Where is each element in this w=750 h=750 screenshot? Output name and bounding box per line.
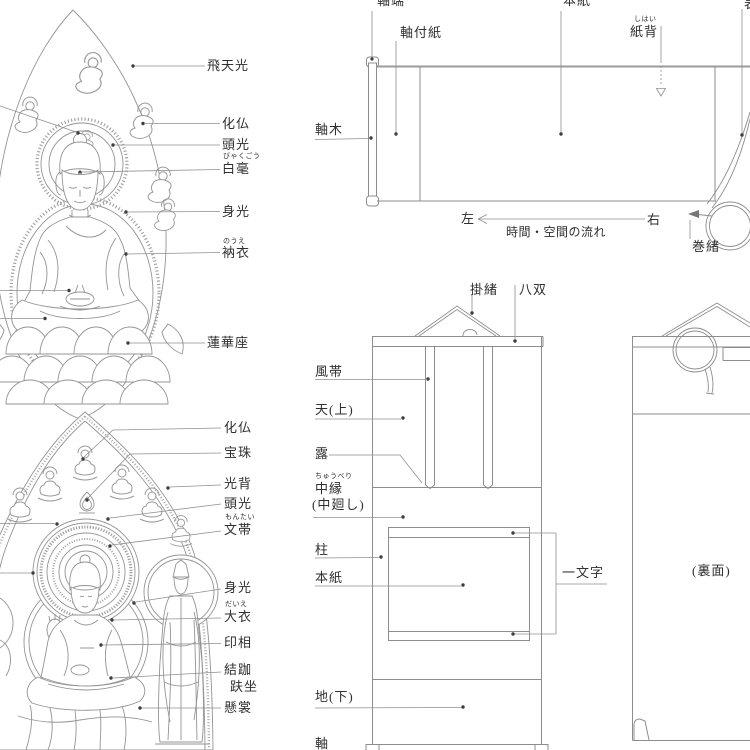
scroll-outline	[372, 336, 544, 745]
label-chuen: 中縁	[315, 481, 344, 496]
label-hasso: 八双	[519, 282, 548, 297]
label-kebutsu-top: 化仏	[222, 116, 251, 131]
label-clipped-top-right: 表	[744, 0, 750, 11]
label-hitenko: 飛天光	[207, 58, 250, 73]
label-jikugi: 軸木	[315, 122, 344, 137]
label-tsuyu: 露	[315, 446, 330, 461]
anchor-dots	[31, 57, 744, 710]
label-shihai: 紙背	[630, 24, 659, 39]
hanging-scroll-front	[365, 305, 549, 750]
label-uramen: (裏面)	[692, 563, 731, 578]
label-zuko-bottom: 頭光	[224, 496, 253, 511]
triad-buddha-art	[0, 411, 219, 750]
label-rengeza: 蓮華座	[207, 335, 250, 350]
rod-end-knob	[633, 718, 650, 741]
label-ten: 天(上)	[315, 402, 354, 417]
label-flow-direction: 時間・空間の流れ	[506, 225, 607, 239]
label-kebutsu-bottom: 化仏	[224, 420, 253, 435]
label-kakeo: 掛緒	[470, 282, 499, 297]
ruby-noue: のうえ	[223, 237, 246, 245]
hanging-scroll-back	[632, 302, 750, 741]
ruby-montai: もんたい	[225, 513, 255, 521]
left-partial-figure	[0, 597, 14, 677]
seated-buddha-art	[0, 9, 184, 420]
label-noue: 衲衣	[222, 245, 251, 260]
label-makio: 巻緒	[692, 239, 721, 254]
honshi-panel	[388, 527, 530, 641]
kakeo-cord	[414, 305, 501, 337]
futai-ribbons	[425, 347, 493, 490]
scroll-body	[377, 65, 750, 202]
label-honshi-handscroll: 本紙	[563, 0, 592, 8]
label-inso: 印相	[224, 635, 253, 650]
leader-lines	[0, 9, 743, 709]
label-honshi-hanging: 本紙	[315, 570, 344, 585]
label-montai: 文帯	[224, 522, 253, 537]
ruby-chuberi: ちゅうべり	[315, 472, 353, 480]
label-right: 右	[647, 212, 662, 227]
back-label-strip	[722, 347, 750, 361]
label-shinko-bottom: 身光	[224, 580, 253, 595]
bottom-rod-ends	[365, 744, 549, 750]
label-byakugo: 白毫	[222, 161, 251, 176]
buddha-figure	[11, 133, 149, 341]
label-left: 左	[461, 211, 476, 226]
label-ichimonji: 一文字	[562, 565, 605, 580]
label-hashira: 柱	[315, 542, 330, 557]
label-zuko-top: 頭光	[222, 137, 251, 152]
ruby-byakugo: びゃくごう	[223, 152, 261, 160]
handscroll-art	[366, 56, 750, 251]
label-hoju: 宝珠	[224, 445, 253, 460]
label-daie: 大衣	[224, 609, 253, 624]
label-kensho: 懸裳	[224, 700, 253, 715]
label-futai: 風帯	[315, 364, 344, 379]
label-kekka: 結跏	[224, 662, 253, 677]
label-chumawashi: (中廻し)	[312, 497, 365, 512]
lotus-seat	[0, 323, 184, 405]
ruby-shihai: しはい	[634, 15, 657, 23]
label-jikutan: 軸端	[377, 0, 406, 8]
main-figure	[17, 554, 153, 750]
label-jiku: 軸	[315, 736, 330, 750]
label-fuza: 趺坐	[230, 679, 259, 694]
label-jikutsukegami: 軸付紙	[400, 25, 443, 40]
scroll-rod	[366, 56, 379, 207]
makio-cord	[688, 111, 750, 251]
attendant-figure	[143, 554, 219, 745]
label-kohai: 光背	[224, 476, 253, 491]
ruby-daie: だいえ	[225, 600, 248, 608]
label-chi: 地(下)	[315, 689, 354, 704]
tied-cord	[661, 302, 750, 395]
label-shinko-top: 身光	[222, 204, 251, 219]
